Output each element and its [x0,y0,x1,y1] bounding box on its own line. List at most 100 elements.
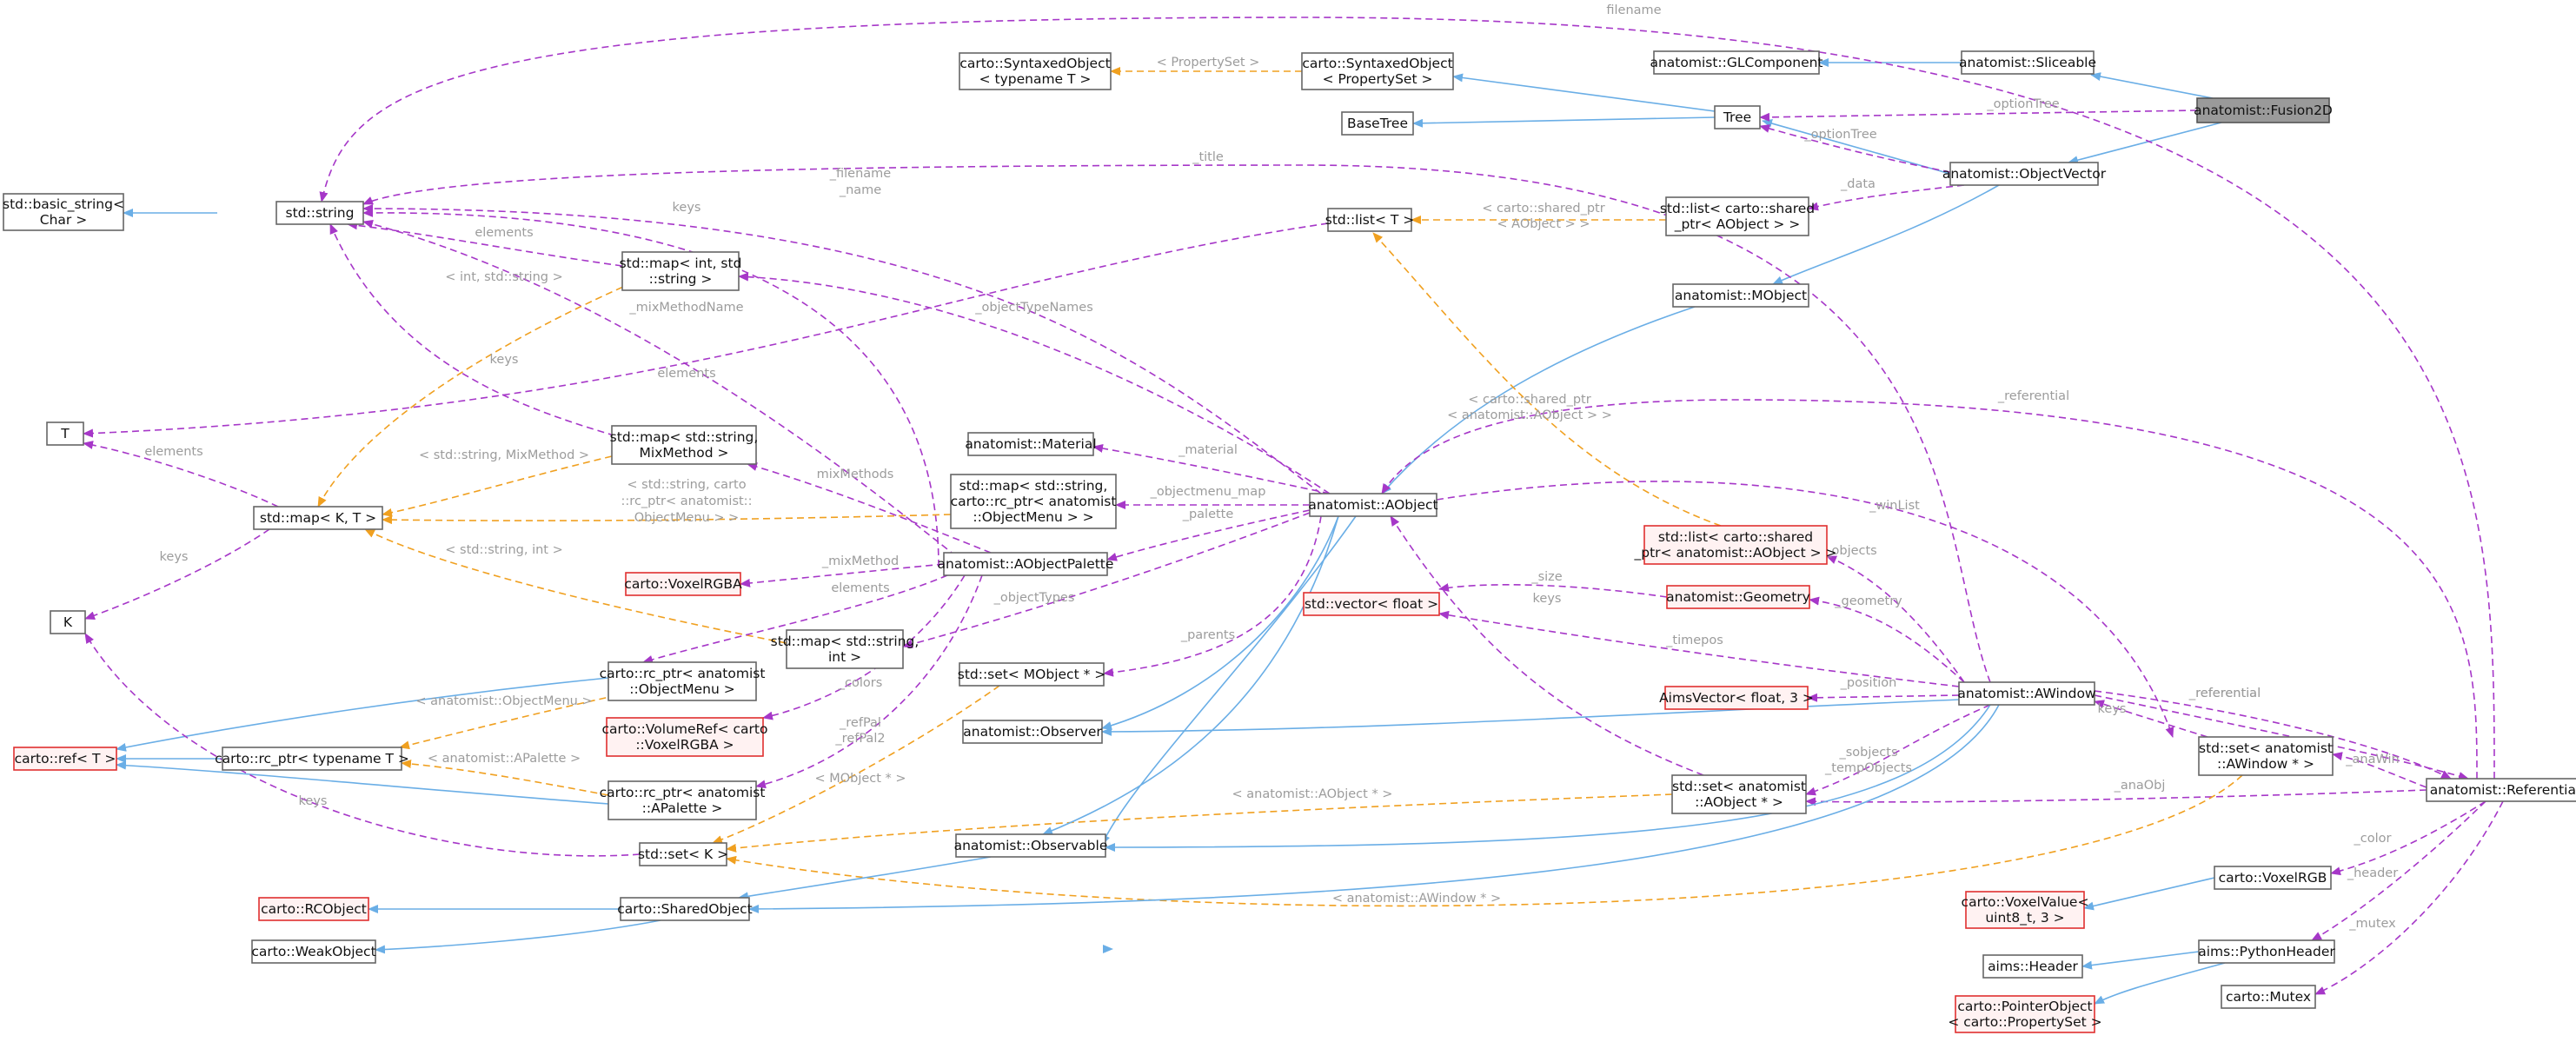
class-node-synPS[interactable]: carto::SyntaxedObject< PropertySet > [1301,52,1454,90]
class-node-setAWin[interactable]: std::set< anatomist::AWindow * > [2198,736,2334,776]
class-node-mobject[interactable]: anatomist::MObject [1672,283,1809,308]
class-name-line: carto::rc_ptr< anatomist [600,666,766,682]
edge-label: _objects [1824,544,1877,558]
class-node-mapStrInt[interactable]: std::map< std::string,int > [771,629,920,669]
class-node-sharedobj[interactable]: carto::SharedObject [617,897,753,921]
class-name-line: anatomist::AObject [1308,497,1437,513]
class-node-sliceable[interactable]: anatomist::Sliceable [1959,50,2096,75]
class-box [950,474,1117,529]
class-node-voxelvalue[interactable]: carto::VoxelValue<uint8_t, 3 > [1962,891,2089,929]
class-box [1949,162,2099,186]
class-node-pyheader[interactable]: aims::PythonHeader [2198,939,2335,964]
class-node-awindow[interactable]: anatomist::AWindow [1957,681,2096,706]
class-name-line: AimsVector< float, 3 > [1659,690,1814,706]
class-node-mutex[interactable]: carto::Mutex [2221,985,2316,1009]
class-name-line: std::map< std::string, [959,478,1108,494]
class-node-geometry[interactable]: anatomist::Geometry [1666,585,1810,609]
edge-e77 [2094,962,2226,1005]
class-node-synT[interactable]: carto::SyntaxedObject< typename T > [959,52,1112,90]
class-box [1672,283,1809,308]
class-node-observer[interactable]: anatomist::Observer [962,720,1103,744]
class-name-line: std::list< carto::shared [1660,201,1815,216]
class-node-basetree[interactable]: BaseTree [1341,111,1414,136]
class-name-line: carto::ref< T > [15,751,116,767]
class-node-glcomp[interactable]: anatomist::GLComponent [1650,50,1823,75]
class-name-line: std::basic_string< [3,196,124,213]
edge-label: _size [1530,570,1562,584]
class-name-line: < carto::PropertySet > [1948,1014,2101,1030]
class-node-listSharedAObj[interactable]: std::list< carto::shared_ptr< anatomist:… [1634,525,1837,565]
class-node-basicstring[interactable]: std::basic_string<Char > [3,193,124,231]
edge-label: filename [1606,3,1661,17]
class-name-line: carto::Mutex [2226,989,2311,1005]
edge-e27 [382,455,613,517]
class-node-rcPalette[interactable]: carto::rc_ptr< anatomist::APalette > [600,780,766,820]
edge-label: _winList [1869,499,1920,513]
edge-e21 [362,220,957,557]
class-node-volumeref[interactable]: carto::VolumeRef< carto::VoxelRGBA > [602,717,768,757]
edge-label: _anaWin [2345,753,2399,767]
class-node-K[interactable]: K [50,610,86,634]
class-node-T[interactable]: T [46,421,84,446]
class-node-weakobj[interactable]: carto::WeakObject [251,939,376,964]
class-name-line: anatomist::Material [965,436,1096,452]
class-node-rcObjMenu[interactable]: carto::rc_ptr< anatomist::ObjectMenu > [600,661,766,701]
class-node-observable[interactable]: anatomist::Observable [954,833,1108,858]
class-name-line: carto::VolumeRef< carto [602,721,768,737]
class-node-referential[interactable]: anatomist::Referential [2426,778,2576,802]
edge-e49 [1805,704,1991,796]
edge-label: _geometry [1834,594,1902,608]
class-name-line: std::set< MObject * > [958,667,1106,682]
edge-e53 [2094,700,2208,738]
class-node-mapObjMenu[interactable]: std::map< std::string,carto::rc_ptr< ana… [950,474,1117,529]
class-node-mapMix[interactable]: std::map< std::string,MixMethod > [610,425,759,465]
class-node-voxelrgba[interactable]: carto::VoxelRGBA [624,572,742,596]
class-name-line: carto::VoxelValue< [1962,894,2089,910]
class-node-refT[interactable]: carto::ref< T > [13,747,117,771]
class-box [1958,681,2095,706]
edge-e31 [1092,443,1331,494]
class-node-listShared[interactable]: std::list< carto::shared_ptr< AObject > … [1660,196,1815,236]
class-box [786,629,904,669]
edge-label: _timepos [1665,634,1723,647]
edge-label: _objectmenu_map [1150,485,1266,499]
class-node-pointerobj[interactable]: carto::PointerObject< carto::PropertySet… [1948,995,2102,1033]
class-name-line: std::map< std::string, [610,429,759,445]
class-box [3,193,124,231]
class-node-stdstring[interactable]: std::string [276,201,364,225]
class-node-vectorFloat[interactable]: std::vector< float > [1303,592,1440,616]
edge-label: < anatomist::AObject * > [1232,787,1393,801]
class-node-material[interactable]: anatomist::Material [965,432,1097,456]
class-node-aimsheader[interactable]: aims::Header [1982,954,2083,979]
edge-label: _objectTypes [993,591,1075,605]
class-node-listT[interactable]: std::list< T > [1325,208,1415,232]
edge-e63 [399,694,618,750]
edge-e20 [329,223,627,440]
class-name-line: std::string [286,205,355,221]
class-box [607,780,757,820]
class-node-aobject[interactable]: anatomist::AObject [1308,493,1438,517]
class-node-rcTyp[interactable]: carto::rc_ptr< typename T > [215,747,409,771]
edge-label: _sobjects [1838,746,1897,760]
class-name-line: ::string > [649,271,713,287]
class-node-mapintstr[interactable]: std::map< int, std::string > [620,251,742,291]
class-node-setK[interactable]: std::set< K > [638,842,728,866]
edge-label: keys [1533,592,1562,606]
class-box [1965,891,2085,929]
class-node-aimsvector[interactable]: AimsVector< float, 3 > [1659,686,1814,710]
class-node-tree[interactable]: Tree [1714,105,1761,129]
class-name-line: MixMethod > [640,445,729,461]
class-name-line: std::list< carto::shared [1658,529,1813,545]
class-node-setAObj[interactable]: std::set< anatomist::AObject * > [1671,774,1807,814]
edge-e47 [1807,693,1960,702]
class-node-objvector[interactable]: anatomist::ObjectVector [1942,162,2107,186]
edge-e36 [1103,515,1322,677]
nodes-layer: anatomist::Fusion2Danatomist::Sliceablea… [3,50,2576,1033]
class-node-voxelrgb[interactable]: carto::VoxelRGB [2214,866,2332,890]
class-node-rcobject[interactable]: carto::RCObject [258,897,369,921]
class-node-fusion2d[interactable]: anatomist::Fusion2D [2194,97,2333,123]
class-name-line: _ptr< AObject > > [1674,216,1801,233]
class-node-setMObj[interactable]: std::set< MObject * > [958,662,1106,687]
class-node-aobjpalette[interactable]: anatomist::AObjectPalette [938,552,1114,576]
class-node-mapKT[interactable]: std::map< K, T > [253,506,383,530]
